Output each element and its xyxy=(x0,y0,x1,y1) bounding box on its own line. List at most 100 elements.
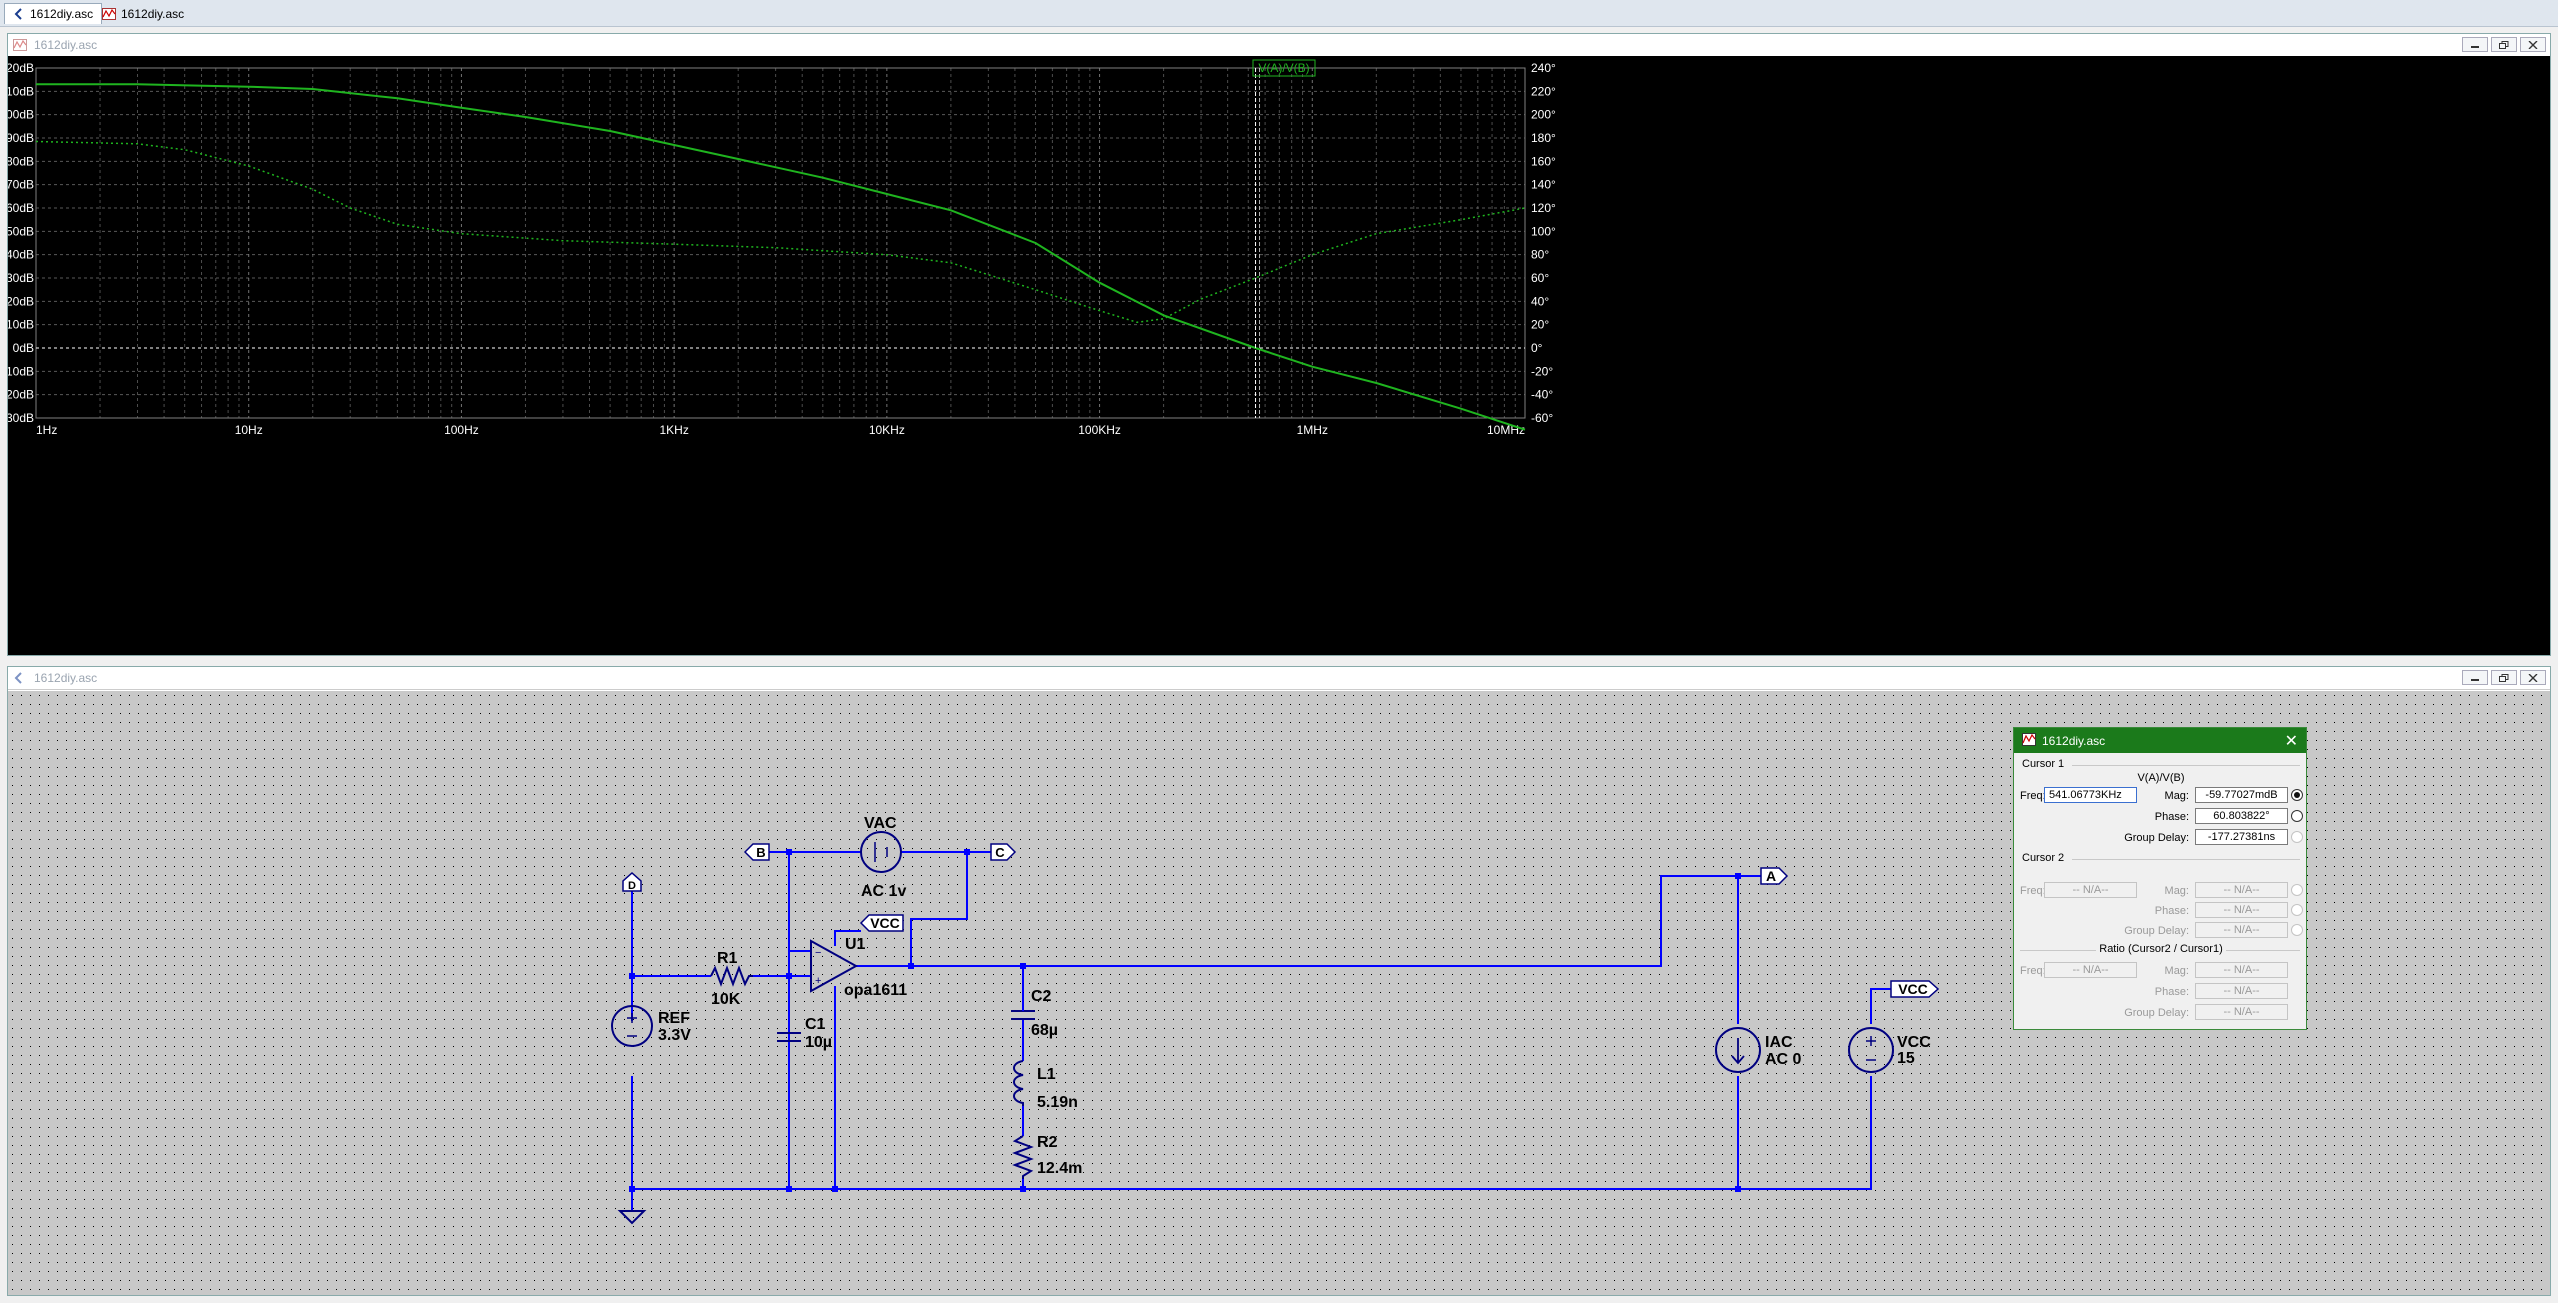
restore-button[interactable] xyxy=(2491,37,2517,52)
schematic-window-titlebar: 1612diy.asc xyxy=(8,667,2550,690)
u1-name: U1 xyxy=(845,936,866,953)
dialog-titlebar[interactable]: 1612diy.asc ✕ xyxy=(2014,728,2306,753)
junction xyxy=(1020,1186,1026,1192)
ratio-gd-label: Group Delay: xyxy=(2124,1007,2189,1019)
cursor2-phase-value: -- N/A-- xyxy=(2195,902,2288,918)
minimize-button[interactable] xyxy=(2462,37,2488,52)
junction xyxy=(1735,873,1741,879)
cursor1-phase-radio[interactable] xyxy=(2291,810,2303,822)
ground-symbol[interactable] xyxy=(617,1210,647,1225)
x-tick-label: 1Hz xyxy=(36,423,57,437)
opamp-u1[interactable]: − + U1 opa1611 xyxy=(810,936,907,999)
polarity-marks xyxy=(627,1013,637,1037)
junction xyxy=(629,973,635,979)
opamp-plus-pin: + xyxy=(815,975,821,987)
y-tick-label-left: 50dB xyxy=(8,224,34,238)
net-flag-icon xyxy=(990,843,1017,861)
minimize-icon xyxy=(2470,669,2480,687)
y-tick-label-left: 10dB xyxy=(8,318,34,332)
resistor-r2[interactable]: R2 12.4m xyxy=(1012,1134,1082,1179)
junction xyxy=(1020,963,1026,969)
minimize-button[interactable] xyxy=(2462,670,2488,685)
capacitor-icon xyxy=(777,1032,801,1042)
wire[interactable] xyxy=(1870,988,1891,1024)
y-tick-label-right: 40° xyxy=(1531,294,1549,308)
close-button[interactable] xyxy=(2520,670,2546,685)
arrow-icon xyxy=(1731,1038,1745,1065)
cursor1-mag-radio[interactable] xyxy=(2291,789,2303,801)
waveform-icon xyxy=(102,7,116,20)
ratio-freq-label: Freq: xyxy=(2020,965,2046,977)
net-label-a[interactable]: A xyxy=(1760,867,1789,885)
phase-trace xyxy=(35,140,1526,324)
y-tick-label-left: -20dB xyxy=(8,388,34,402)
cursor2-phase-radio[interactable] xyxy=(2291,904,2303,916)
cursor2-freq-field[interactable]: -- N/A-- xyxy=(2044,882,2137,898)
net-label-vcc-src[interactable]: VCC xyxy=(1890,980,1940,998)
restore-icon xyxy=(2499,669,2509,687)
iac-current-source[interactable]: IAC AC 0 xyxy=(1715,1027,1802,1073)
inductor-l1[interactable]: L1 5.19n xyxy=(1013,1060,1078,1111)
y-axis-right-labels: 240°220°200°180°160°140°120°100°80°60°40… xyxy=(1531,61,1556,425)
polarity-marks xyxy=(1866,1036,1876,1061)
restore-button[interactable] xyxy=(2491,670,2517,685)
y-tick-label-left: 70dB xyxy=(8,178,34,192)
junction-dots xyxy=(629,849,1741,1192)
cursor1-gd-label: Group Delay: xyxy=(2124,832,2189,844)
cursor1-trace-name: V(A)/V(B) xyxy=(2137,772,2185,784)
resistor-r1[interactable]: R1 10K xyxy=(710,950,753,1008)
net-label-vcc-u1[interactable]: VCC xyxy=(859,914,904,932)
cursor1-gd-radio[interactable] xyxy=(2291,831,2303,843)
vcc-voltage-source[interactable]: VCC 15 xyxy=(1848,1027,1931,1073)
cursor1-freq-field[interactable]: 541.06773KHz xyxy=(2044,787,2137,803)
tab-schematic[interactable]: 1612diy.asc xyxy=(4,3,103,24)
y-tick-label-right: 20° xyxy=(1531,318,1549,332)
ref-name: REF xyxy=(658,1010,690,1027)
junction xyxy=(964,849,970,855)
tab-waveform[interactable]: 1612diy.asc xyxy=(94,3,192,24)
vcc-src-name: VCC xyxy=(1897,1034,1931,1051)
close-icon[interactable]: ✕ xyxy=(2284,733,2298,750)
wire[interactable] xyxy=(910,852,968,966)
x-tick-label: 100KHz xyxy=(1078,423,1121,437)
vac-name: VAC xyxy=(864,815,897,832)
cursor2-gd-radio[interactable] xyxy=(2291,924,2303,936)
junction xyxy=(832,1186,838,1192)
document-tab-bar: 1612diy.asc 1612diy.asc xyxy=(0,0,2558,27)
junction xyxy=(786,1186,792,1192)
cursor2-mag-radio[interactable] xyxy=(2291,884,2303,896)
separator xyxy=(2226,950,2300,951)
vac-voltage-source[interactable]: VAC AC 1v xyxy=(860,815,906,900)
net-flag-icon xyxy=(859,914,904,932)
cursor2-freq-label: Freq: xyxy=(2020,885,2046,897)
close-button[interactable] xyxy=(2520,37,2546,52)
ref-voltage-source[interactable]: REF 3.3V xyxy=(611,1005,691,1047)
waveform-plot[interactable]: 120dB110dB100dB90dB80dB70dB60dB50dB40dB3… xyxy=(8,56,2550,655)
capacitor-c1[interactable]: C1 10µ xyxy=(777,1016,832,1051)
net-label-c-text: C xyxy=(995,845,1005,860)
voltage-source-icon xyxy=(611,1005,653,1047)
net-label-c[interactable]: C xyxy=(990,843,1017,861)
c2-value: 68µ xyxy=(1031,1022,1058,1039)
wire[interactable] xyxy=(632,1076,1872,1190)
voltage-source-icon xyxy=(860,831,902,873)
separator xyxy=(2072,859,2300,860)
y-tick-label-right: 160° xyxy=(1531,154,1556,168)
net-label-b[interactable]: B xyxy=(743,843,770,861)
x-tick-label: 100Hz xyxy=(444,423,479,437)
wire[interactable] xyxy=(834,930,861,946)
trace-legend[interactable]: V(A)/V(B) xyxy=(1252,59,1316,77)
net-label-d[interactable]: D xyxy=(622,871,642,892)
y-tick-label-left: 120dB xyxy=(8,61,34,75)
capacitor-c2[interactable]: C2 68µ xyxy=(1011,986,1058,1039)
net-label-vcc-u1-text: VCC xyxy=(870,915,900,931)
cursor-1-line[interactable] xyxy=(1255,68,1261,418)
c1-value: 10µ xyxy=(805,1034,832,1051)
y-tick-label-right: 240° xyxy=(1531,61,1556,75)
cursor-readout-dialog[interactable]: 1612diy.asc ✕ Cursor 1 V(A)/V(B) Freq: 5… xyxy=(2013,727,2307,1030)
resistor-icon xyxy=(1012,1135,1034,1179)
wire[interactable] xyxy=(856,875,1761,967)
y-tick-label-left: 30dB xyxy=(8,271,34,285)
close-icon xyxy=(2528,36,2538,54)
y-tick-label-right: 0° xyxy=(1531,341,1543,355)
